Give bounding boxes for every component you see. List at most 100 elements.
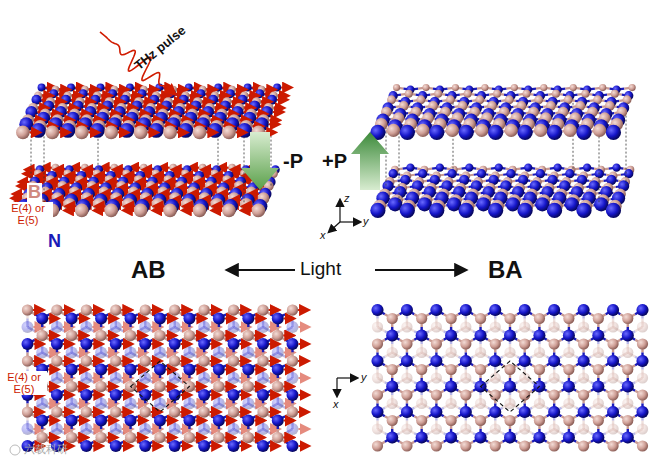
displacement-arrow (156, 175, 165, 177)
displacement-arrow (95, 209, 104, 211)
displacement-arrow (227, 181, 236, 183)
displacement-arrow (206, 89, 215, 91)
displacement-arrow (118, 89, 127, 91)
displacement-arrow (236, 131, 245, 133)
nitrogen-atom (273, 84, 281, 92)
nitrogen-atom (214, 84, 222, 92)
boron-atom (163, 126, 177, 140)
displacement-arrow (127, 175, 136, 177)
displacement-arrow (214, 205, 223, 207)
displacement-arrow (84, 101, 93, 103)
boron-atom (152, 198, 165, 211)
displacement-arrow (219, 167, 228, 169)
nitrogen-atom (606, 203, 621, 218)
displacement-arrow (190, 95, 199, 97)
nitrogen-atom (60, 123, 75, 138)
displacement-arrow (160, 95, 169, 97)
displacement-arrow (114, 101, 123, 103)
boron-atom (75, 204, 89, 218)
displacement-arrow (59, 89, 68, 91)
nitrogen-atom (208, 123, 223, 138)
displacement-arrow (56, 169, 65, 171)
nitrogen-atom (255, 89, 264, 98)
displacement-arrow (269, 123, 278, 125)
displacement-arrow (233, 169, 242, 171)
displacement-arrow (68, 175, 77, 177)
boron-atom (134, 126, 148, 140)
boron-atom (252, 204, 266, 218)
displacement-arrow (174, 169, 183, 171)
nitrogen-atom (576, 203, 591, 218)
nitrogen-atom (565, 169, 574, 178)
displacement-arrow (42, 95, 51, 97)
nitrogen-atom (429, 203, 444, 218)
interlayer-line (399, 124, 400, 202)
nitrogen-atom (459, 203, 474, 218)
displacement-arrow (168, 181, 177, 183)
boron-atom (45, 126, 59, 140)
nitrogen-atom (67, 84, 75, 92)
displacement-arrow (244, 205, 253, 207)
displacement-arrow (173, 101, 182, 103)
displacement-arrow (131, 95, 140, 97)
nitrogen-atom (547, 203, 562, 218)
displacement-arrow (62, 187, 71, 189)
nitrogen-atom (370, 203, 385, 218)
displacement-arrow (66, 209, 75, 211)
nitrogen-atom (196, 89, 205, 98)
nitrogen-atom (465, 163, 473, 171)
nitrogen-atom (178, 123, 193, 138)
displacement-arrow (50, 181, 59, 183)
interlayer-line (626, 108, 627, 186)
displacement-arrow (185, 205, 194, 207)
displacement-arrow (85, 169, 94, 171)
interlayer-line (44, 124, 45, 202)
nitrogen-atom (49, 89, 58, 98)
displacement-arrow (126, 205, 135, 207)
displacement-arrow (185, 175, 194, 177)
nitrogen-atom (126, 84, 134, 92)
displacement-arrow (147, 131, 156, 133)
displacement-arrow (243, 209, 252, 211)
displacement-arrow (206, 131, 215, 133)
displacement-arrow (38, 175, 47, 177)
nitrogen-atom (554, 163, 562, 171)
nitrogen-atom (517, 203, 532, 218)
boron-atom (240, 198, 253, 211)
displacement-arrow (30, 131, 39, 133)
boron-atom (210, 198, 223, 211)
displacement-arrow (269, 119, 278, 121)
nitrogen-atom (149, 123, 164, 138)
displacement-arrow (72, 167, 81, 169)
nitrogen-atom (119, 123, 134, 138)
boron-atom (104, 126, 118, 140)
nitrogen-atom (90, 123, 105, 138)
displacement-arrow (281, 87, 290, 89)
nitrogen-atom (536, 169, 545, 178)
boron-atom (134, 204, 148, 218)
displacement-arrow (184, 209, 193, 211)
displacement-arrow (277, 99, 286, 101)
nitrogen-atom (488, 203, 503, 218)
nitrogen-atom (389, 169, 398, 178)
displacement-arrow (131, 167, 140, 169)
boron-atom (93, 198, 106, 211)
nitrogen-atom (237, 123, 252, 138)
displacement-arrow (273, 111, 282, 113)
displacement-arrow (25, 173, 34, 175)
displacement-arrow (148, 89, 157, 91)
nitrogen-atom (185, 84, 193, 92)
displacement-arrow (160, 167, 169, 169)
displacement-arrow (238, 187, 247, 189)
displacement-arrow (202, 101, 211, 103)
displacement-arrow (138, 181, 147, 183)
nitrogen-atom (477, 169, 486, 178)
nitrogen-atom (226, 89, 235, 98)
displacement-arrow (97, 205, 106, 207)
displacement-arrow (101, 95, 110, 97)
nitrogen-atom (583, 163, 591, 171)
nitrogen-atom (624, 169, 633, 178)
displacement-arrow (13, 197, 22, 199)
